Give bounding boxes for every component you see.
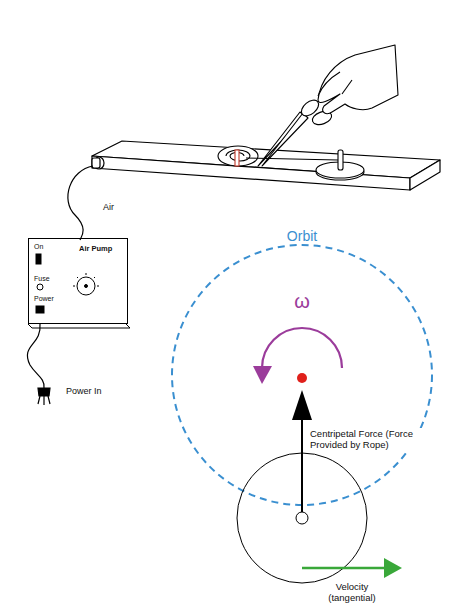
velocity-label: Velocity (tangential) (312, 582, 392, 604)
center-point (297, 373, 307, 383)
control-label: On (34, 243, 43, 250)
pump-controls (28, 254, 130, 328)
power-cord (27, 324, 50, 405)
puck (218, 146, 364, 180)
flow-label: Air (103, 202, 114, 212)
device-name: Air Pump (79, 244, 112, 253)
force-label: Centripetal Force (Force Provided by Rop… (308, 428, 430, 452)
omega-arrow (262, 328, 342, 368)
puck-center (296, 512, 308, 524)
orbit-label: Orbit (287, 228, 317, 244)
omega-arrowhead (253, 366, 272, 384)
air-table (92, 141, 440, 190)
control-label: Fuse (34, 275, 50, 282)
rope (246, 158, 338, 160)
cord-label: Power In (66, 386, 102, 396)
velocity-arrow (302, 567, 388, 570)
velocity-arrowhead (384, 558, 402, 578)
angular-velocity-symbol: ω (294, 290, 310, 313)
control-label: Power (34, 295, 54, 302)
centripetal-arrowhead (292, 390, 312, 420)
pump-box: Air Pump OnFusePower (28, 238, 128, 324)
air-tube (68, 166, 93, 240)
hand-with-scissors (258, 45, 398, 166)
